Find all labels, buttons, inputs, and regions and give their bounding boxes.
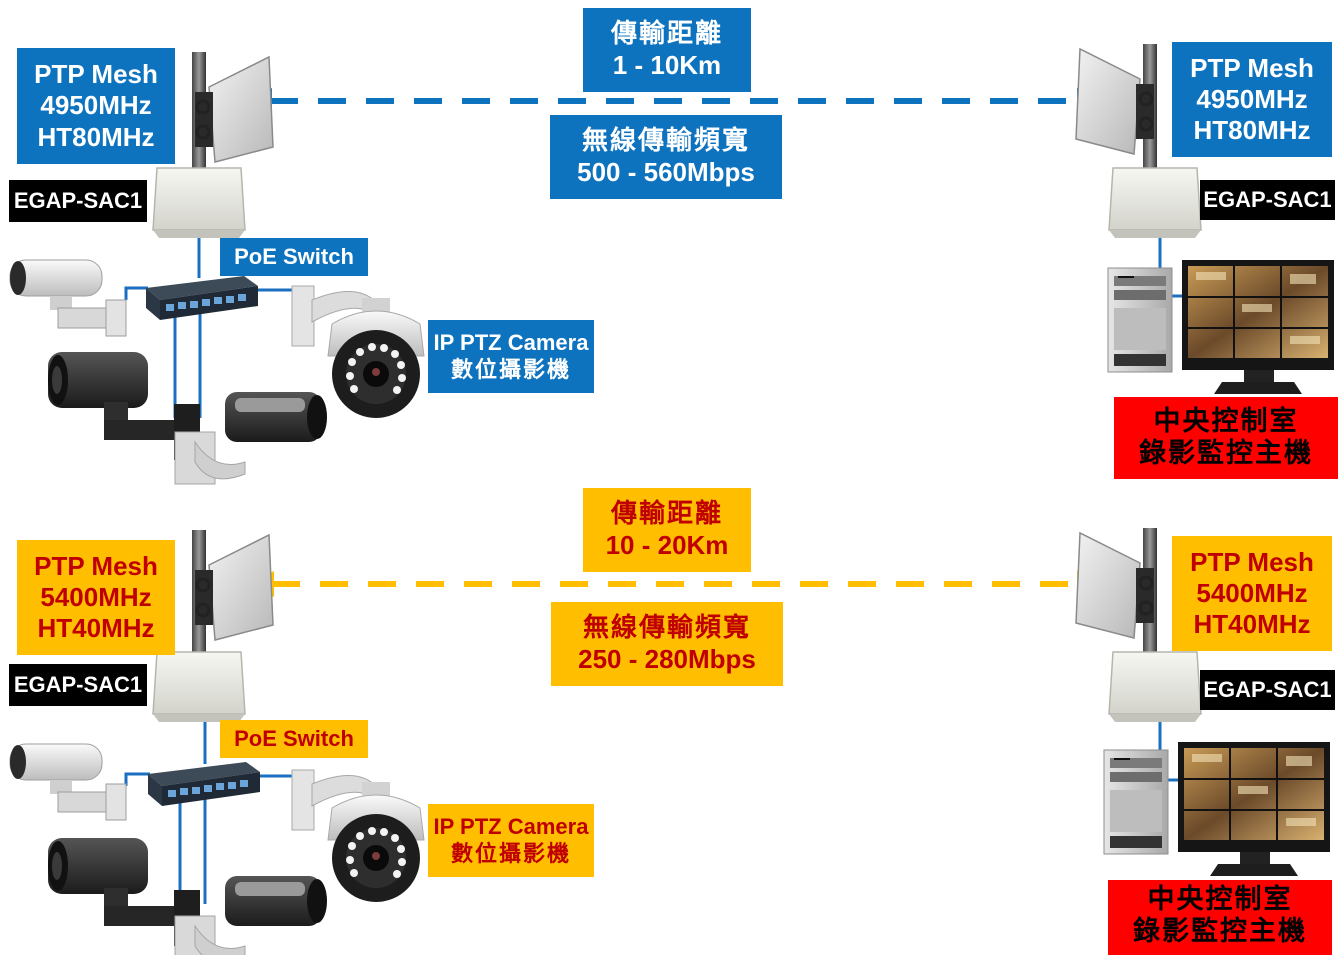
panel-antenna-icon xyxy=(1074,526,1159,660)
band-label-right: PTP Mesh 4950MHz HT80MHz xyxy=(1172,42,1332,157)
ptz-camera-label: IP PTZ Camera 數位攝影機 xyxy=(428,320,594,393)
poe-switch-icon xyxy=(148,762,260,806)
device-tag-left: EGAP-SAC1 xyxy=(9,180,147,222)
cctv-monitor-icon xyxy=(1177,741,1331,877)
scenario-2-artwork xyxy=(9,526,1331,955)
poe-switch-icon xyxy=(146,276,258,320)
bullet-camera-icon xyxy=(9,743,127,821)
bandwidth-label: 無線傳輸頻寬 500 - 560Mbps xyxy=(550,115,782,199)
poe-switch-label: PoE Switch xyxy=(220,238,368,276)
poe-switch-label: PoE Switch xyxy=(220,720,368,758)
control-room-label: 中央控制室 錄影監控主機 xyxy=(1108,880,1332,955)
band-label-left: PTP Mesh 4950MHz HT80MHz xyxy=(17,48,175,164)
pc-tower-icon xyxy=(1103,749,1169,855)
panel-antenna-icon xyxy=(190,528,275,662)
access-point-enclosure-icon xyxy=(1108,651,1202,723)
control-room-label: 中央控制室 錄影監控主機 xyxy=(1114,397,1338,479)
cctv-monitor-icon xyxy=(1181,259,1335,395)
band-label-left: PTP Mesh 5400MHz HT40MHz xyxy=(17,540,175,655)
access-point-enclosure-icon xyxy=(152,167,246,239)
bandwidth-label: 無線傳輸頻寬 250 - 280Mbps xyxy=(551,602,783,686)
device-tag-left: EGAP-SAC1 xyxy=(9,664,147,706)
distance-label: 傳輸距離 1 - 10Km xyxy=(583,8,751,92)
device-tag-right: EGAP-SAC1 xyxy=(1200,180,1335,220)
access-point-enclosure-icon xyxy=(152,651,246,723)
pc-tower-icon xyxy=(1107,267,1173,373)
device-tag-right: EGAP-SAC1 xyxy=(1200,670,1335,710)
panel-antenna-icon xyxy=(190,50,275,184)
band-label-right: PTP Mesh 5400MHz HT40MHz xyxy=(1172,536,1332,651)
panel-antenna-icon xyxy=(1074,42,1159,176)
access-point-enclosure-icon xyxy=(1108,167,1202,239)
ptz-camera-label: IP PTZ Camera 數位攝影機 xyxy=(428,804,594,877)
bullet-camera-icon xyxy=(9,259,127,337)
scenario-1-artwork xyxy=(9,42,1335,485)
box-camera-icon xyxy=(174,875,328,955)
distance-label: 傳輸距離 10 - 20Km xyxy=(583,488,751,572)
